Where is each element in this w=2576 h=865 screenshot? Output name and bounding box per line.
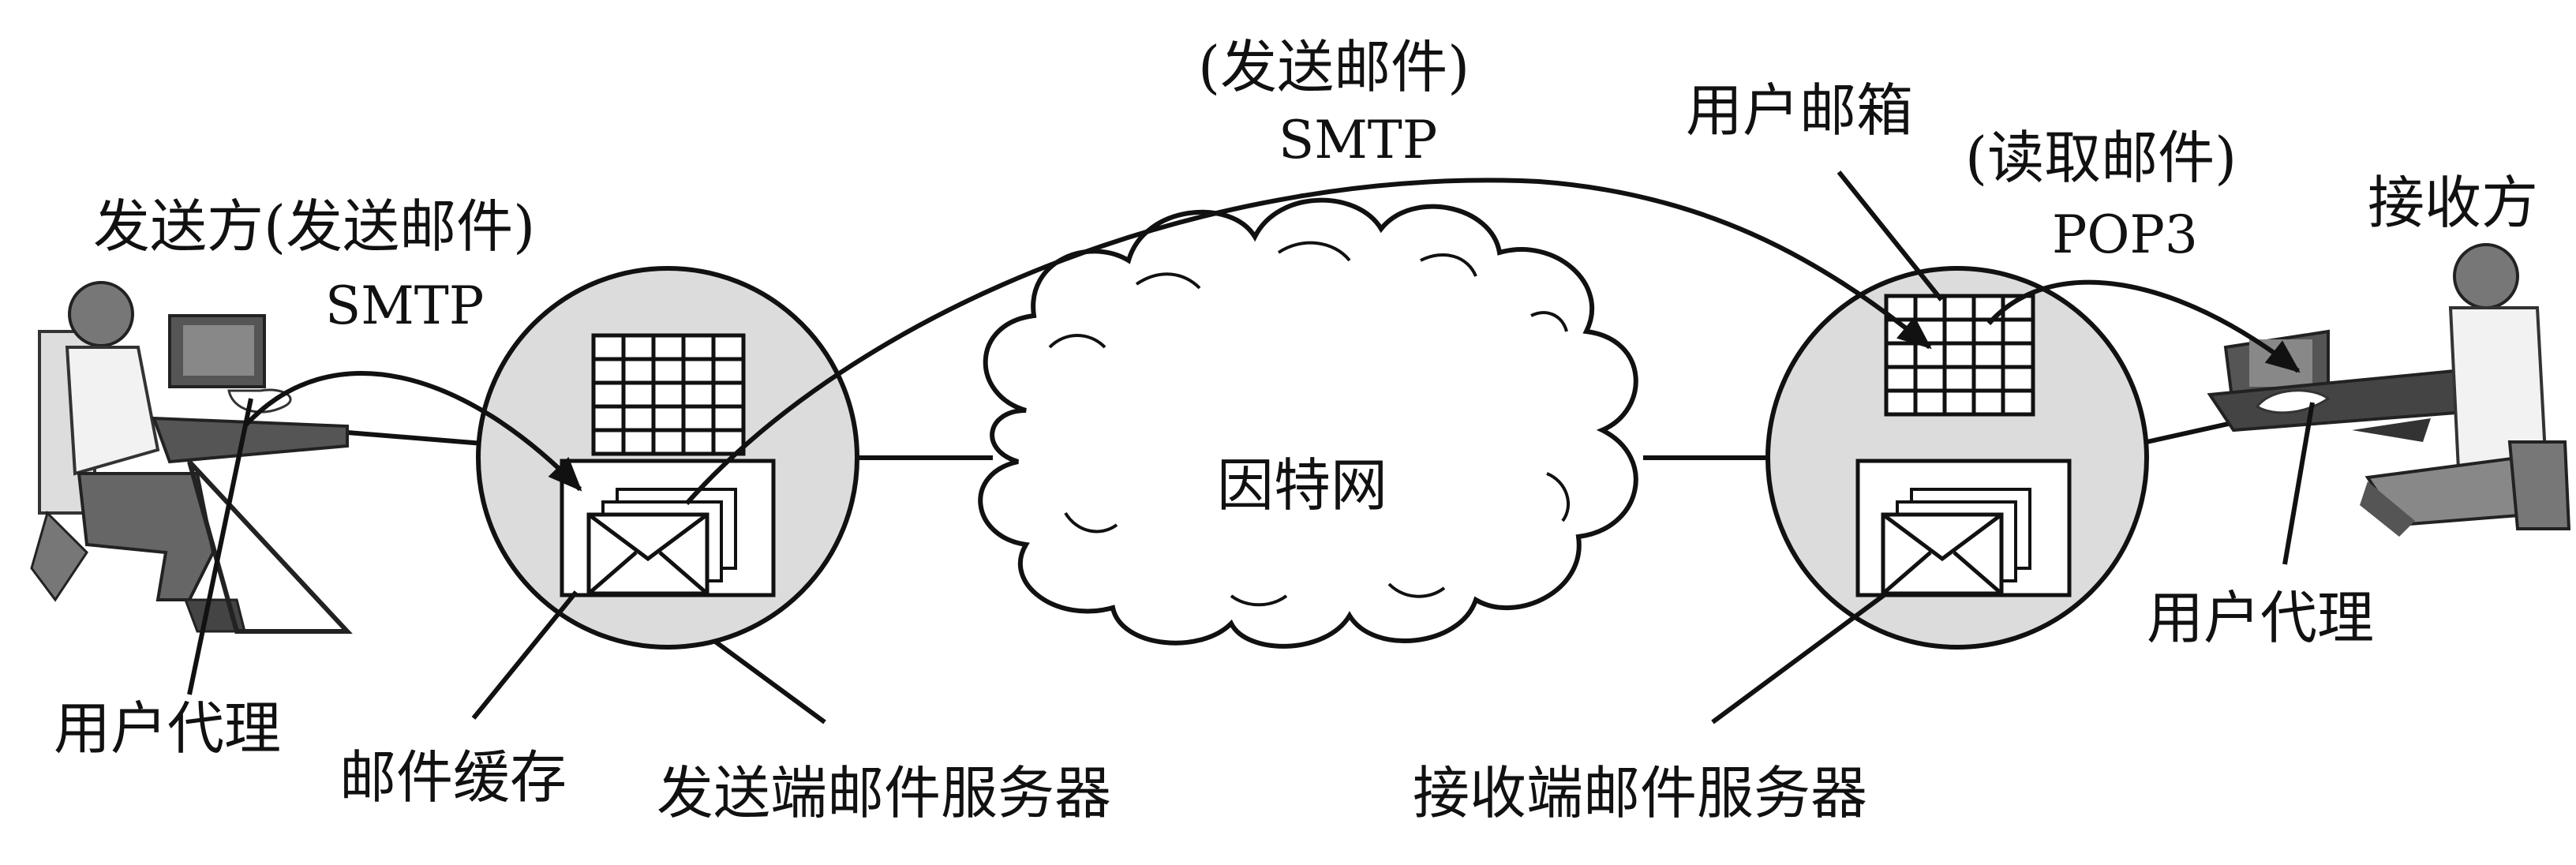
- internet-label: 因特网: [1217, 452, 1387, 519]
- sender-mail-server: [476, 266, 859, 650]
- leader-receiver-server: [1711, 591, 1888, 725]
- leader-user-agent-right: [2282, 402, 2315, 565]
- leader-user-agent-left: [187, 398, 253, 695]
- receiver-server-label: 接收端邮件服务器: [1413, 760, 1867, 826]
- pop3-arrow: [1986, 279, 2301, 373]
- receiver-mail-server: [1765, 266, 2149, 650]
- top-protocol-label: SMTP: [1279, 110, 1437, 170]
- sender-smtp-arrow: [242, 371, 582, 492]
- read-action-label: (读取邮件): [1965, 125, 2237, 191]
- read-protocol-label: POP3: [2052, 204, 2198, 265]
- envelope-stack-icon: [1881, 488, 2031, 596]
- top-smtp-arrow: [684, 178, 1932, 505]
- leader-sender-server: [713, 638, 826, 725]
- sender-label: 发送方(发送邮件): [93, 193, 535, 260]
- mailbox-grid-icon: [1884, 294, 2035, 417]
- leader-user-mailbox: [1837, 170, 1944, 301]
- internet-cloud: 因特网: [978, 197, 1638, 649]
- top-action-label: (发送邮件): [1198, 34, 1470, 100]
- mail-buffer-label: 邮件缓存: [339, 744, 567, 811]
- link-sender-to-server: [346, 430, 484, 446]
- user-mailbox-label: 用户邮箱: [1686, 77, 1913, 144]
- receiver-person-icon: [2207, 243, 2571, 537]
- mailbox-grid-icon: [591, 333, 746, 456]
- receiver-label: 接收方: [2368, 170, 2538, 236]
- envelope-stack-icon: [586, 488, 737, 596]
- sender-protocol-label: SMTP: [325, 275, 484, 336]
- user-agent-right-label: 用户代理: [2147, 585, 2374, 651]
- cloud-icon: [978, 197, 1638, 649]
- sender-person-icon: [30, 281, 353, 634]
- leader-mail-buffer: [471, 590, 578, 720]
- user-agent-left-label: 用户代理: [54, 695, 281, 762]
- sender-server-label: 发送端邮件服务器: [657, 760, 1111, 826]
